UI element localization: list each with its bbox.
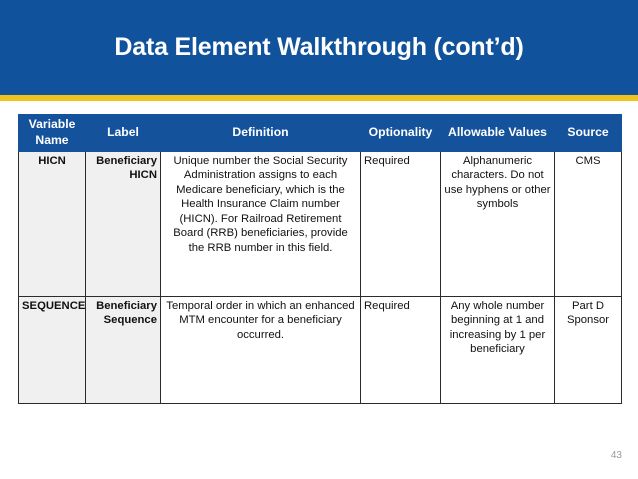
column-header-allowable-values: Allowable Values bbox=[440, 114, 555, 152]
column-header-variable-name: Variable Name bbox=[18, 114, 86, 152]
data-element-table-wrapper: Variable Name Label Definition Optionali… bbox=[18, 114, 622, 404]
table-row: HICN Beneficiary HICN Unique number the … bbox=[18, 151, 622, 297]
data-element-table: Variable Name Label Definition Optionali… bbox=[18, 114, 622, 404]
cell-source: CMS bbox=[554, 151, 622, 297]
cell-allowable-values: Alphanumeric characters. Do not use hyph… bbox=[440, 151, 555, 297]
cell-allowable-values: Any whole number beginning at 1 and incr… bbox=[440, 296, 555, 404]
title-accent-bar bbox=[0, 95, 638, 101]
column-header-definition: Definition bbox=[160, 114, 361, 152]
page-number: 43 bbox=[610, 450, 622, 461]
column-header-source: Source bbox=[554, 114, 622, 152]
cell-label: Beneficiary Sequence bbox=[85, 296, 161, 404]
cell-label: Beneficiary HICN bbox=[85, 151, 161, 297]
cell-source: Part D Sponsor bbox=[554, 296, 622, 404]
page-title: Data Element Walkthrough (cont’d) bbox=[114, 32, 524, 61]
table-row: SEQUENCE Beneficiary Sequence Temporal o… bbox=[18, 296, 622, 404]
cell-variable-name: SEQUENCE bbox=[18, 296, 86, 404]
cell-definition: Unique number the Social Security Admini… bbox=[160, 151, 361, 297]
cell-variable-name: HICN bbox=[18, 151, 86, 297]
column-header-label: Label bbox=[85, 114, 161, 152]
slide-title-banner: Data Element Walkthrough (cont’d) bbox=[0, 0, 638, 95]
cell-definition: Temporal order in which an enhanced MTM … bbox=[160, 296, 361, 404]
column-header-optionality: Optionality bbox=[360, 114, 441, 152]
table-header-row: Variable Name Label Definition Optionali… bbox=[18, 114, 622, 152]
cell-optionality: Required bbox=[360, 151, 441, 297]
cell-optionality: Required bbox=[360, 296, 441, 404]
